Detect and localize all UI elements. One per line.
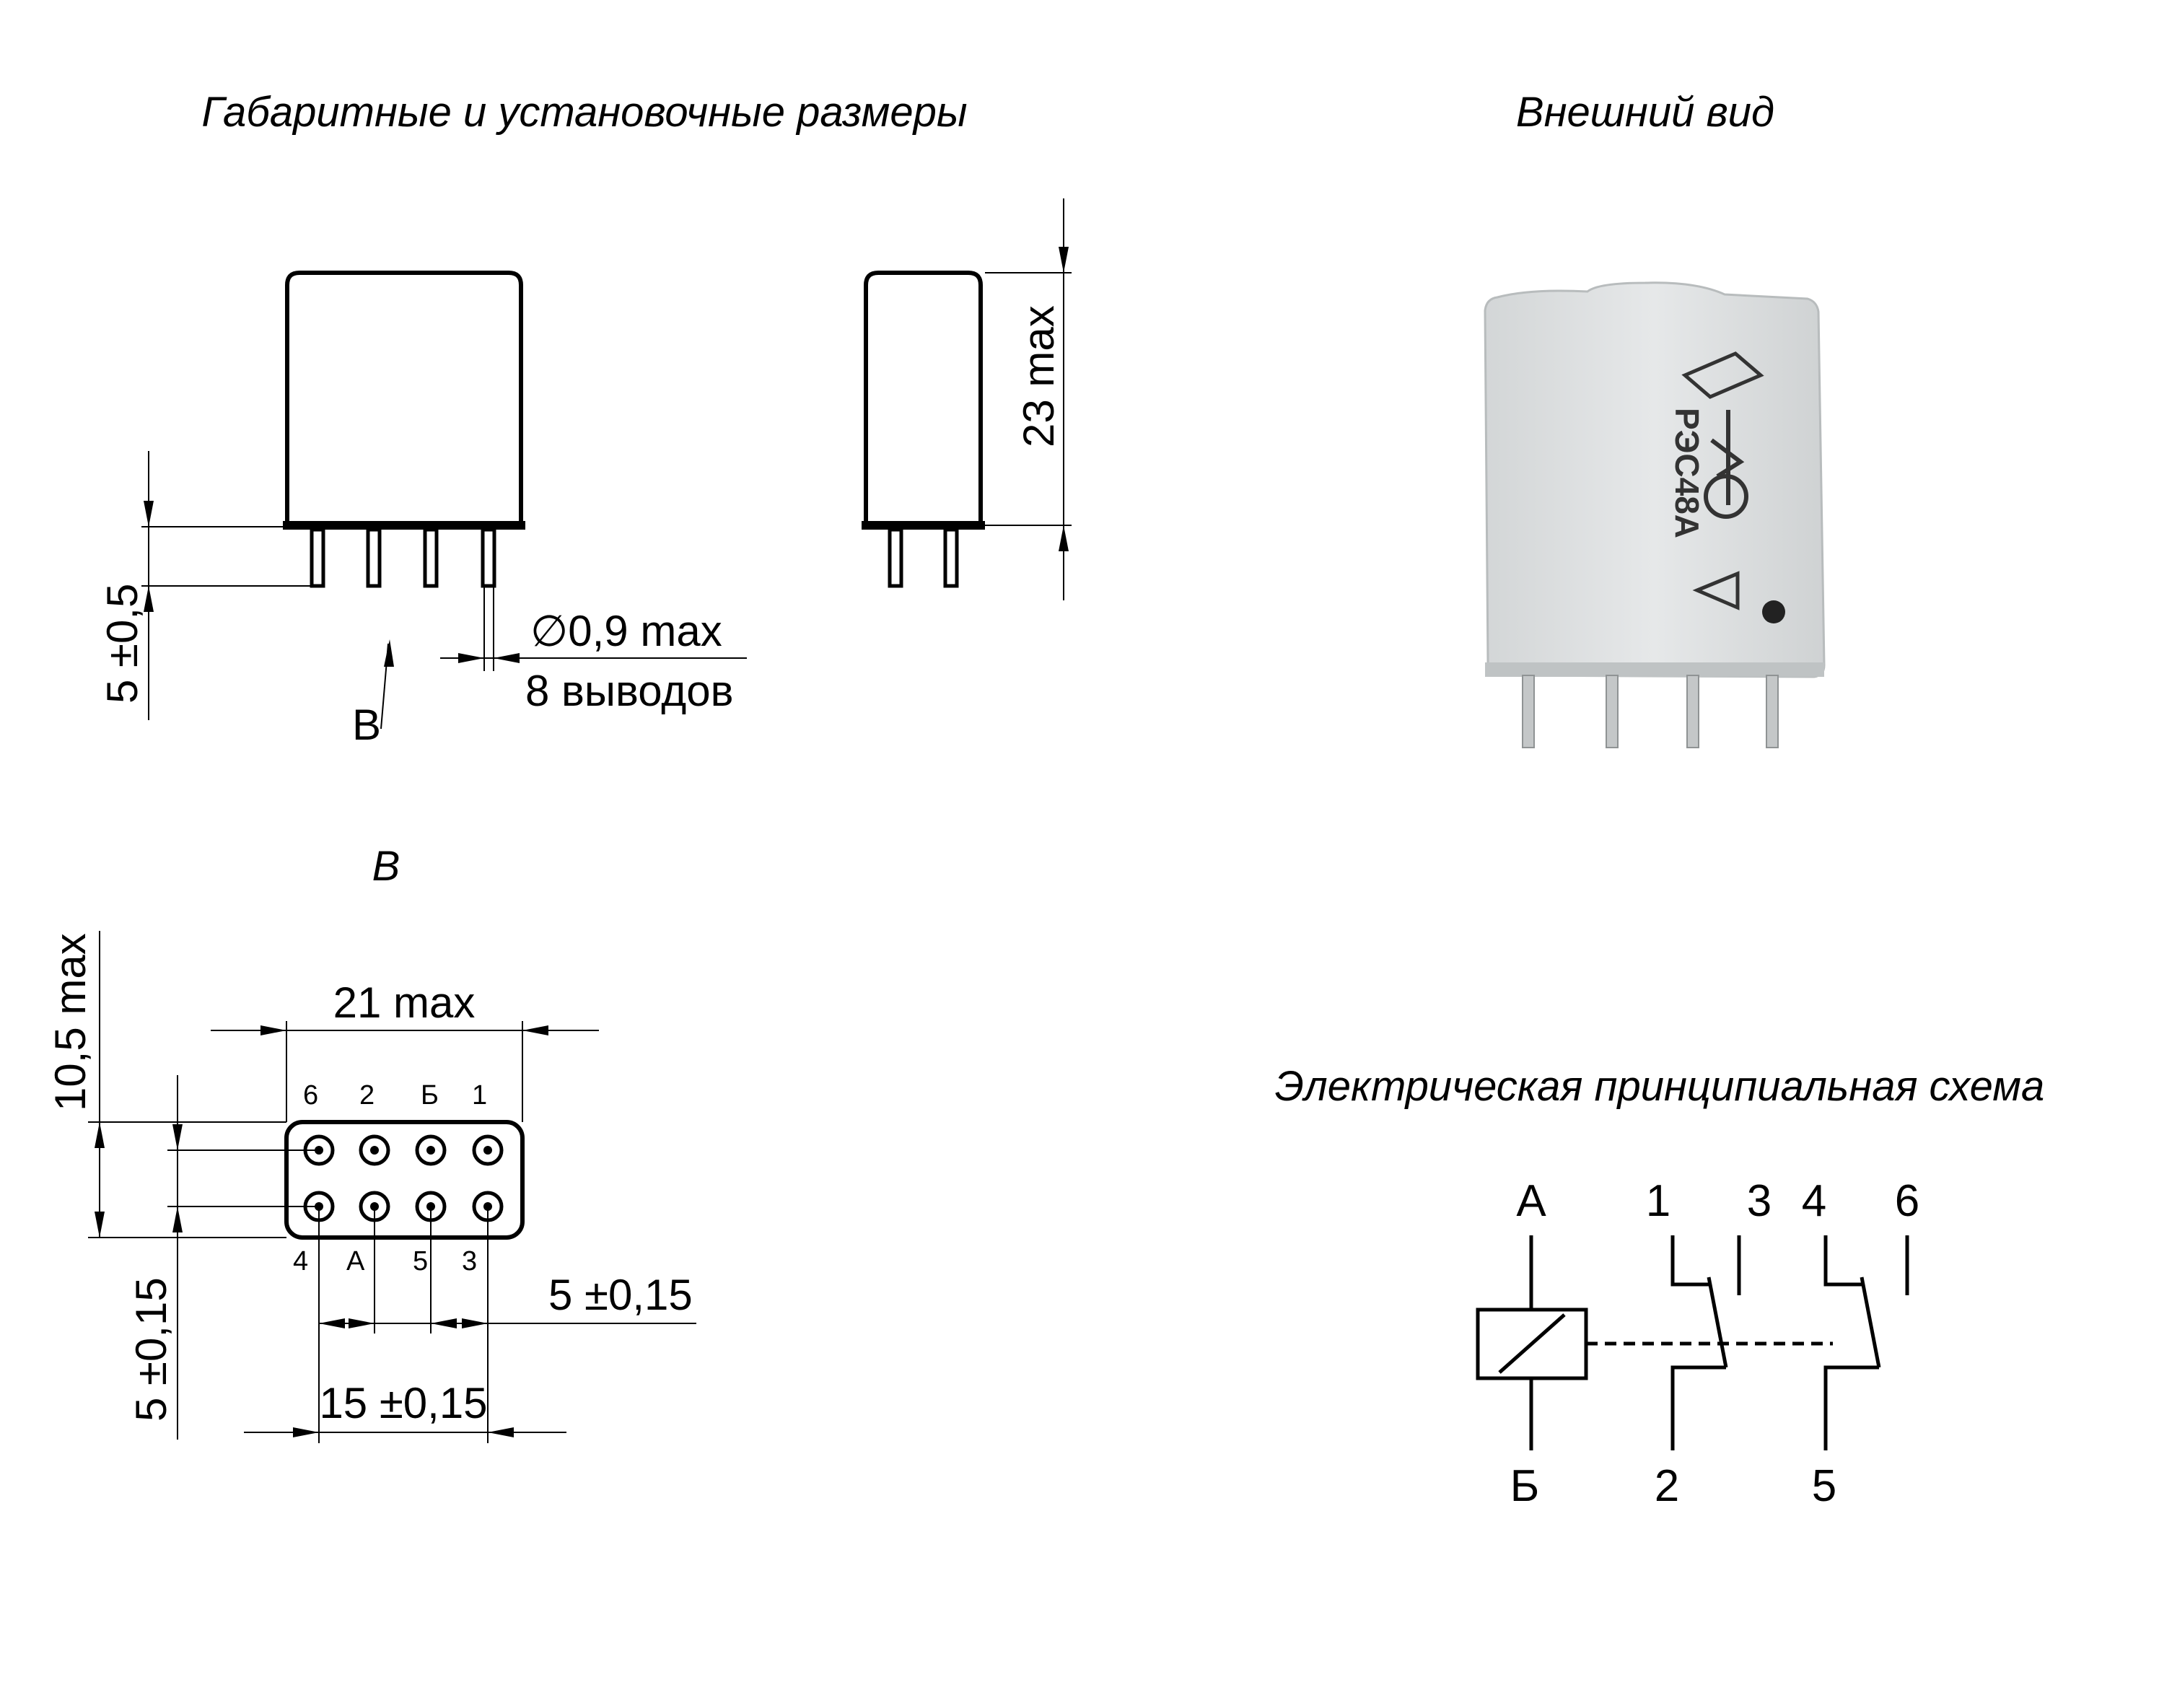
arrow-head xyxy=(172,1206,183,1232)
front-pin xyxy=(366,527,382,588)
terminal-label: А xyxy=(1516,1176,1546,1226)
front-pin xyxy=(423,527,439,588)
contact-group-1 xyxy=(1670,1235,1741,1450)
arrow-head xyxy=(293,1427,319,1437)
contact-group-2 xyxy=(1823,1235,1909,1450)
bottom-view: 6 2 Б 1 4 А 5 3 21 max 10,5 max 5 ±0,15 xyxy=(46,931,696,1443)
arrow-head xyxy=(349,1318,375,1328)
arrow-head xyxy=(319,1318,345,1328)
arrow-head xyxy=(95,1122,105,1148)
terminal-label: Б xyxy=(1510,1461,1540,1511)
front-view-base xyxy=(283,521,525,530)
terminal-label: 2 xyxy=(1655,1461,1679,1511)
front-view-body xyxy=(285,271,523,525)
appearance-title: Внешний вид xyxy=(1516,89,1774,136)
schematic-title: Электрическая принципиальная схема xyxy=(1275,1063,2045,1110)
row-pitch-label: 5 ±0,15 xyxy=(127,1277,175,1422)
pin-label-bottom: А xyxy=(346,1246,365,1276)
view-b-arrow-label: В xyxy=(352,701,381,749)
arrow-head xyxy=(144,586,154,612)
relay-base-edge xyxy=(1485,662,1824,677)
pin-label-bottom: 4 xyxy=(293,1246,308,1276)
dimensions-title: Габаритные и установочные размеры xyxy=(201,89,967,136)
contact-1-moving-blade xyxy=(1707,1276,1728,1368)
arrow-head xyxy=(458,653,484,663)
polarity-dot xyxy=(1762,600,1785,623)
terminal-label: 1 xyxy=(1646,1176,1670,1226)
contact-2-moving-blade xyxy=(1860,1276,1881,1368)
pin-length-label: 5 ±0,5 xyxy=(98,584,146,704)
height-label: 23 max xyxy=(1015,305,1063,447)
side-view: 23 max xyxy=(862,198,1072,600)
relay-photo-pins xyxy=(1522,675,1779,748)
side-pin xyxy=(943,527,959,588)
side-view-body xyxy=(864,271,983,525)
pin-pitch-label: 5 ±0,15 xyxy=(548,1271,693,1319)
contact-5-lead xyxy=(1823,1365,1879,1450)
photo-pin xyxy=(1686,675,1699,748)
pin-span-label: 15 ±0,15 xyxy=(319,1379,487,1427)
pin-hole xyxy=(359,1134,390,1166)
terminal-label: 5 xyxy=(1812,1461,1836,1511)
arrow-head xyxy=(260,1025,286,1035)
pin-hole xyxy=(415,1134,447,1166)
pin-label-top: Б xyxy=(421,1080,439,1111)
bottom-view-outline xyxy=(284,1120,525,1240)
side-pin xyxy=(888,527,903,588)
terminal-label: 4 xyxy=(1802,1176,1826,1226)
relay-marking: РЭС48А xyxy=(1668,408,1706,538)
terminal-label: 6 xyxy=(1895,1176,1919,1226)
arrow-head xyxy=(1059,525,1069,551)
pin-label-top: 6 xyxy=(303,1080,318,1111)
terminal-label: 3 xyxy=(1747,1176,1772,1226)
contact-2-lead xyxy=(1670,1365,1726,1450)
pin-diameter-label: ∅0,9 max xyxy=(530,607,722,655)
contact-4-lead xyxy=(1823,1235,1862,1287)
pin-label-bottom: 5 xyxy=(413,1246,428,1276)
photo-pin xyxy=(1606,675,1619,748)
arrow-head xyxy=(1059,247,1069,273)
contact-1-lead xyxy=(1670,1235,1709,1287)
view-b-title: В xyxy=(372,843,400,890)
side-view-base xyxy=(862,521,985,530)
manufacturer-logo xyxy=(1704,410,1748,519)
pin-count-label: 8 выводов xyxy=(525,667,734,715)
pin-label-top: 1 xyxy=(472,1080,487,1111)
arrow-head xyxy=(95,1212,105,1238)
arrow-head xyxy=(384,639,394,667)
arrow-head xyxy=(462,1318,488,1328)
arrow-head xyxy=(144,501,154,527)
arrow-head xyxy=(431,1318,457,1328)
front-view: 5 ±0,5 ∅0,9 max 8 выводов В xyxy=(98,271,747,749)
photo-pin xyxy=(1522,675,1535,748)
depth-label: 10,5 max xyxy=(46,933,95,1111)
electrical-schematic: А 1 3 4 6 Б 2 5 xyxy=(1476,1176,1919,1511)
photo-pin xyxy=(1766,675,1779,748)
triangle-mark xyxy=(1692,571,1740,610)
quality-diamond-mark xyxy=(1681,351,1764,399)
pin-hole xyxy=(472,1134,504,1166)
arrow-head xyxy=(488,1427,514,1437)
relay-coil-diagonal xyxy=(1498,1313,1566,1374)
width-label: 21 max xyxy=(333,978,476,1027)
bottom-view-pin-holes xyxy=(303,1134,504,1222)
front-pin xyxy=(481,527,496,588)
arrow-head xyxy=(494,653,520,663)
pin-label-bottom: 3 xyxy=(462,1246,477,1276)
arrow-head xyxy=(172,1124,183,1150)
arrow-head xyxy=(522,1025,548,1035)
front-pin xyxy=(310,527,325,588)
relay-photo: РЭС48А xyxy=(1484,281,1826,748)
pin-label-top: 2 xyxy=(359,1080,375,1111)
front-view-pins xyxy=(310,527,496,588)
